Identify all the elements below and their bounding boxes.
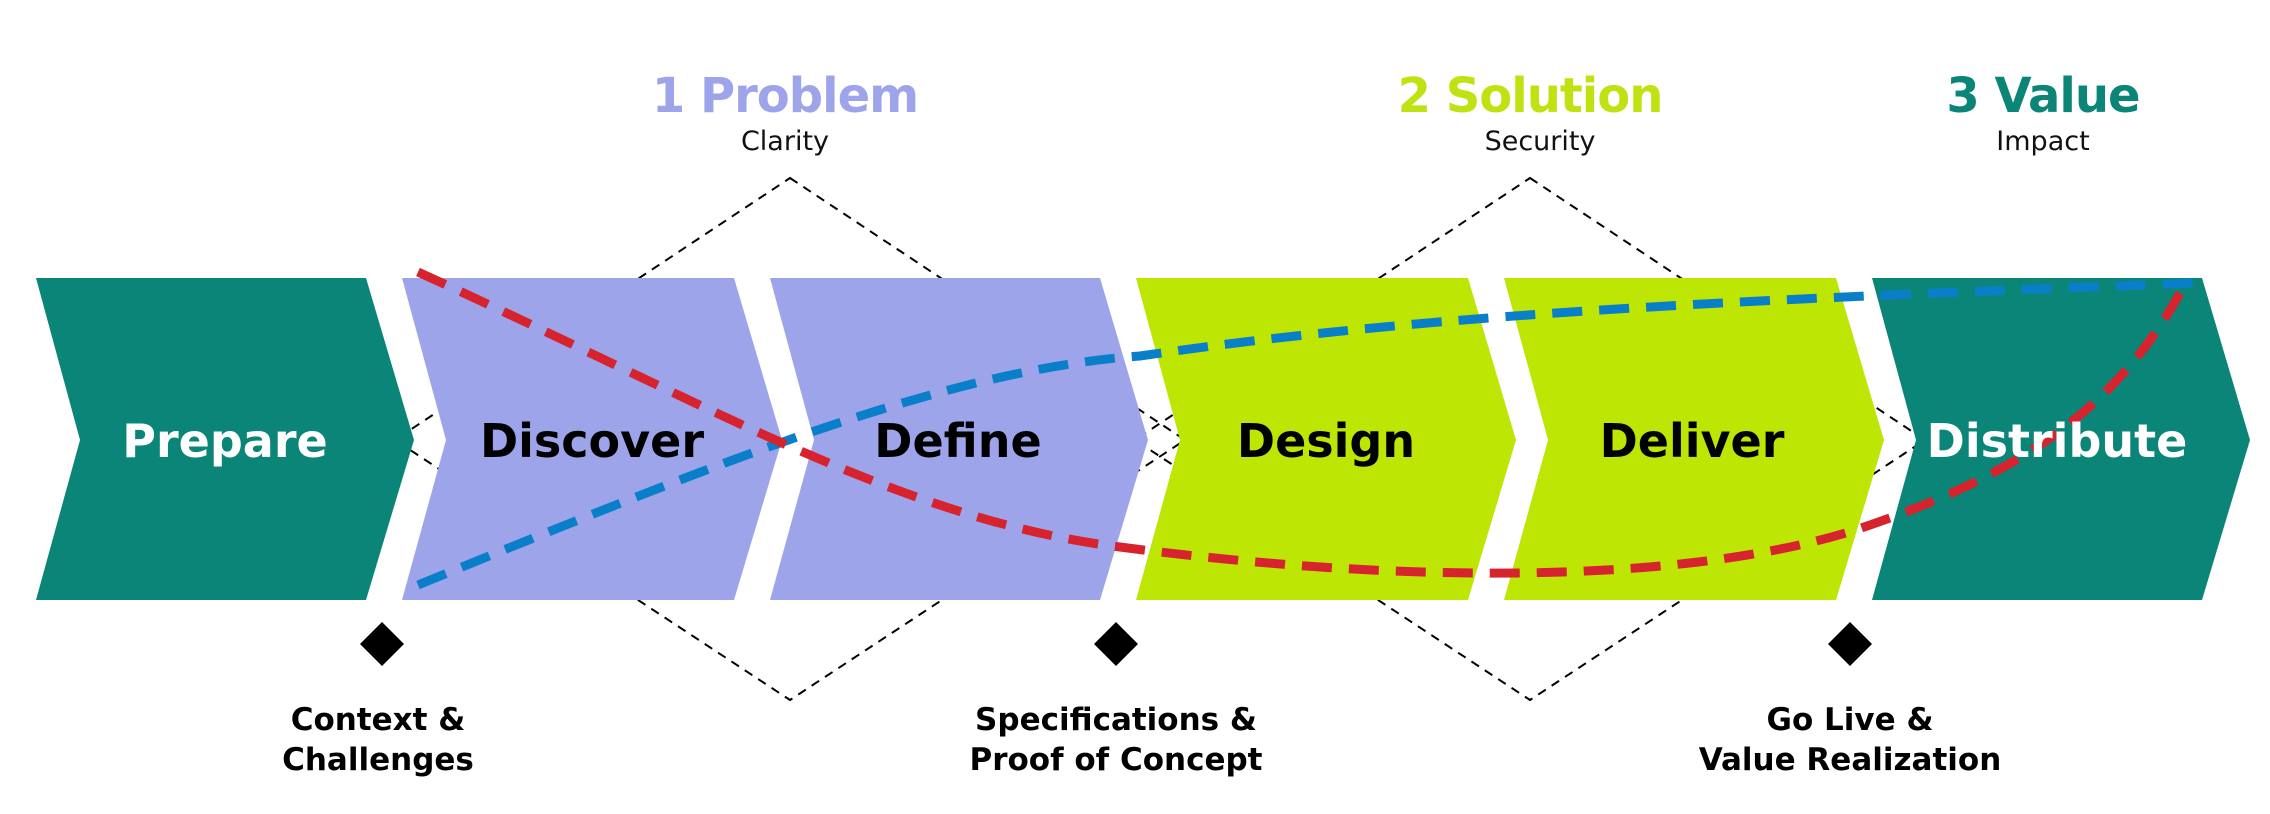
- chevrons: [36, 278, 2250, 600]
- milestone-go-live: Go Live & Value Realization: [1640, 700, 2060, 780]
- phase-subtitle-solution: Security: [1484, 126, 1596, 157]
- phase-title-problem: 1 Problem: [651, 68, 919, 124]
- step-label-prepare: Prepare: [122, 414, 328, 468]
- milestone-markers: [360, 622, 1872, 666]
- milestone-line-2: Challenges: [282, 742, 474, 778]
- problem-diamond: [393, 176, 1187, 702]
- phase-title-solution: 2 Solution: [1397, 68, 1664, 124]
- milestone-line-2: Proof of Concept: [969, 742, 1263, 778]
- step-label-deliver: Deliver: [1599, 414, 1785, 468]
- phase-subtitle-problem: Clarity: [740, 126, 830, 157]
- milestone-context-challenges: Context & Challenges: [168, 700, 588, 780]
- milestone-line-2: Value Realization: [1698, 742, 2002, 778]
- chevron-define: [770, 278, 1148, 600]
- diamond-outlines: [393, 176, 1927, 702]
- milestone-line-1: Go Live &: [1766, 702, 1934, 738]
- step-label-design: Design: [1236, 414, 1416, 468]
- phase-subtitle-value: Impact: [1996, 126, 2090, 157]
- chevron-prepare: [36, 278, 414, 600]
- milestone-specifications-poc: Specifications & Proof of Concept: [906, 700, 1326, 780]
- milestone-line-1: Context &: [290, 702, 466, 738]
- chevron-discover: [402, 278, 782, 600]
- step-label-distribute: Distribute: [1926, 414, 2188, 468]
- step-label-define: Define: [874, 414, 1042, 468]
- chevron-deliver: [1504, 278, 1884, 600]
- red-trend-line: [416, 267, 2184, 578]
- milestone-diamond-icon: [1094, 622, 1138, 666]
- milestone-diamond-icon: [1828, 622, 1872, 666]
- solution-diamond: [1133, 176, 1927, 702]
- chevron-distribute: [1872, 278, 2250, 600]
- phase-title-value: 3 Value: [1946, 68, 2140, 124]
- blue-trend-line: [416, 278, 2196, 590]
- milestone-diamond-icon: [360, 622, 404, 666]
- milestone-line-1: Specifications &: [975, 702, 1257, 738]
- chevron-design: [1136, 278, 1516, 600]
- step-label-discover: Discover: [479, 414, 705, 468]
